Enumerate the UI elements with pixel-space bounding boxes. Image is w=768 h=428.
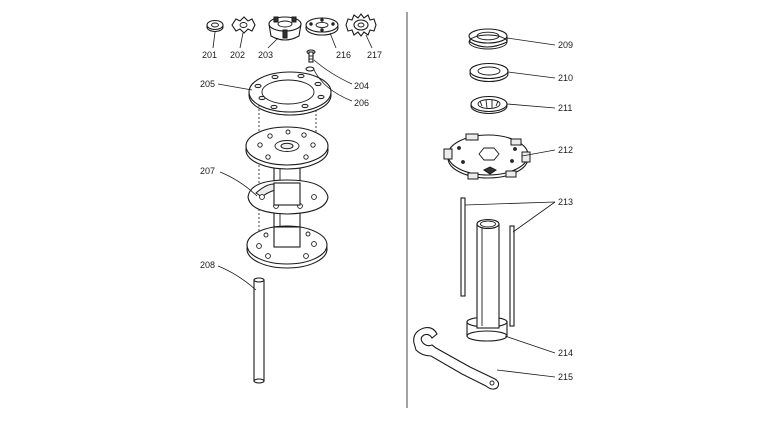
- label-206: 206: [354, 98, 369, 108]
- part-212-tabbed-plate: [443, 133, 531, 180]
- part-214-tube: [466, 218, 508, 342]
- leader-203: [267, 37, 279, 49]
- part-216-plate: [305, 17, 339, 36]
- part-206-ring: [305, 66, 315, 72]
- part-203-slotted-collar: [268, 16, 302, 41]
- label-209: 209: [558, 40, 573, 50]
- label-210: 210: [558, 73, 573, 83]
- leader-205: [217, 83, 253, 91]
- leader-215: [496, 369, 556, 378]
- part-201-washer: [206, 19, 224, 33]
- leader-209: [506, 37, 556, 46]
- part-208-rod: [253, 277, 265, 384]
- part-209-ring: [468, 28, 508, 50]
- label-205: 205: [200, 79, 215, 89]
- leader-212: [521, 149, 556, 157]
- leader-202: [239, 32, 244, 49]
- leader-216: [329, 32, 337, 49]
- leader-201: [212, 31, 216, 49]
- part-215-wrench: [413, 327, 500, 390]
- label-217: 217: [367, 50, 382, 60]
- leader-214: [504, 335, 556, 354]
- label-201: 201: [202, 50, 217, 60]
- part-213-rods: [460, 197, 515, 327]
- part-217-gear: [345, 13, 377, 37]
- label-208: 208: [200, 260, 215, 270]
- part-205-slotted-plate: [248, 71, 332, 116]
- spindle-assembly: [245, 105, 329, 269]
- label-214: 214: [558, 348, 573, 358]
- label-211: 211: [558, 103, 572, 113]
- leader-213-b: [512, 201, 556, 233]
- label-203: 203: [258, 50, 273, 60]
- label-213: 213: [558, 197, 573, 207]
- leader-204: [313, 59, 353, 85]
- part-202-star-nut: [231, 16, 256, 34]
- label-216: 216: [336, 50, 351, 60]
- label-202: 202: [230, 50, 245, 60]
- leader-207: [219, 171, 258, 197]
- leader-217: [365, 34, 373, 49]
- leader-210: [507, 71, 556, 79]
- label-204: 204: [354, 81, 369, 91]
- label-215: 215: [558, 372, 573, 382]
- leader-208: [217, 265, 257, 291]
- part-204-screw: [306, 49, 316, 63]
- leader-211: [506, 103, 556, 109]
- part-211-ring: [470, 95, 508, 115]
- part-210-ring: [469, 62, 509, 83]
- leader-206: [313, 69, 353, 102]
- leader-213-a: [464, 201, 556, 206]
- label-207: 207: [200, 166, 215, 176]
- label-212: 212: [558, 145, 573, 155]
